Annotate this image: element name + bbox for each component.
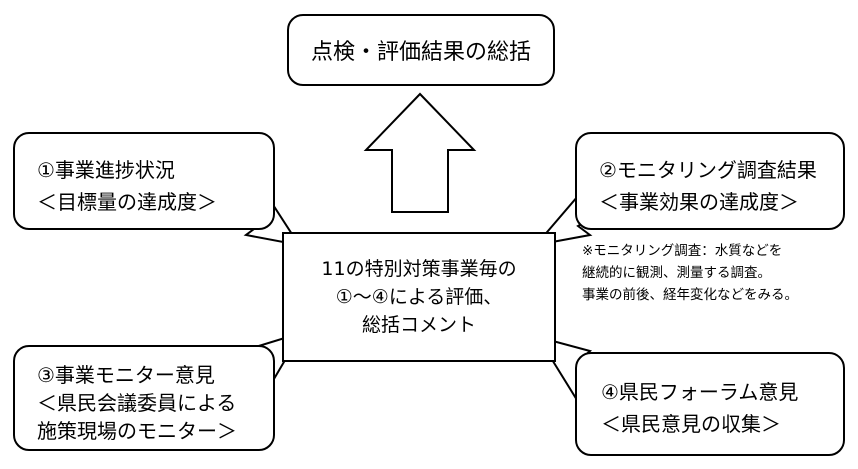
monitoring-note: ※モニタリング調査：水質などを 継続的に観測、測量する調査。 事業の前後、経年変… [582,240,798,306]
up-arrow [363,92,477,213]
business-monitor-box-subtitle: ＜県民会議委員による [37,391,237,415]
monitoring-note-line: ※モニタリング調査：水質などを [582,243,783,259]
evaluation-box: 11の特別対策事業毎の ①～④による評価、 総括コメント [282,232,556,362]
forum-box-title: ④県民フォーラム意見 [601,380,799,404]
progress-box-title: ①事業進捗状況 [37,158,175,182]
evaluation-box-line: ①～④による評価、 [335,286,503,308]
monitoring-box-title: ②モニタリング調査結果 [599,158,817,182]
monitoring-box-subtitle: ＜事業効果の達成度＞ [599,190,799,214]
monitoring-box: ②モニタリング調査結果 ＜事業効果の達成度＞ [575,132,845,230]
forum-box-subtitle: ＜県民意見の収集＞ [601,412,781,436]
evaluation-box-line: 総括コメント [361,314,476,336]
monitoring-note-line: 事業の前後、経年変化などをみる。 [582,287,798,303]
summary-box: 点検・評価結果の総括 [287,14,555,86]
progress-box: ①事業進捗状況 ＜目標量の達成度＞ [13,132,275,230]
monitoring-note-line: 継続的に観測、測量する調査。 [582,265,771,281]
progress-box-subtitle: ＜目標量の達成度＞ [37,190,217,214]
evaluation-box-line: 11の特別対策事業毎の [321,258,517,280]
business-monitor-box: ③事業モニター意見 ＜県民会議委員による 施策現場のモニター＞ [13,345,275,451]
business-monitor-box-title: ③事業モニター意見 [37,363,215,387]
business-monitor-box-subtitle: 施策現場のモニター＞ [37,419,237,443]
forum-box: ④県民フォーラム意見 ＜県民意見の収集＞ [575,352,845,456]
summary-box-label: 点検・評価結果の総括 [310,40,531,65]
